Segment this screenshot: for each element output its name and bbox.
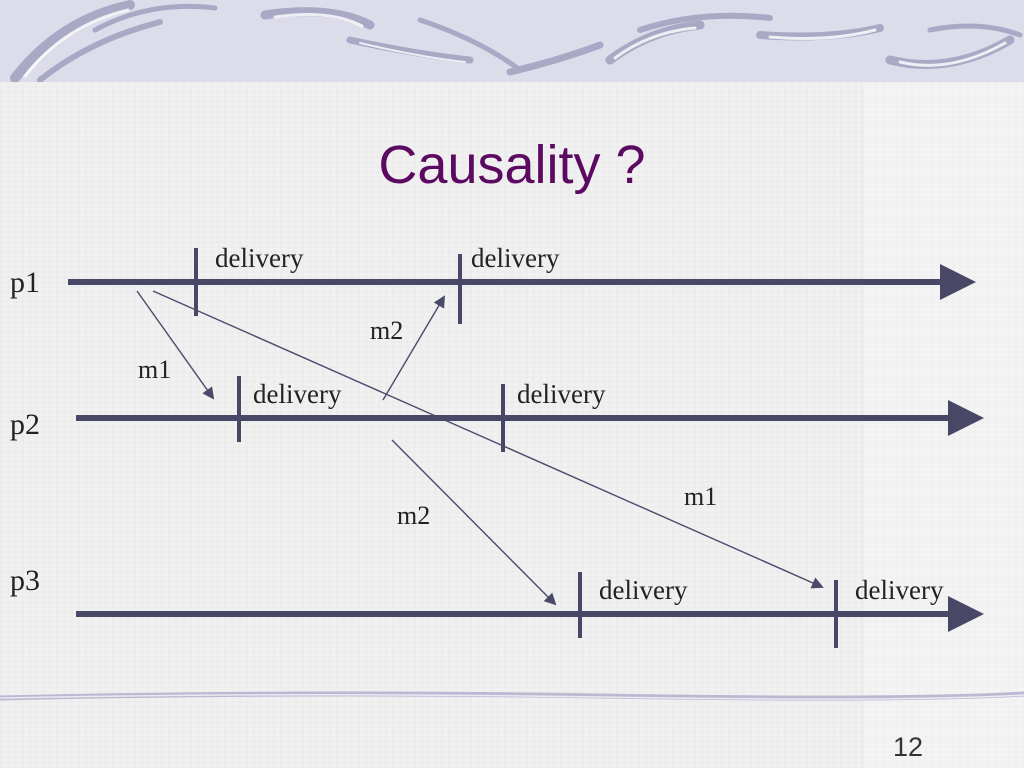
slide-title: Causality ? — [378, 135, 646, 195]
process-label-p3: p3 — [10, 564, 40, 597]
message-arrow-m1-p1-p2 — [136, 290, 215, 400]
message-arrow-m1-p1-p3 — [152, 290, 824, 589]
delivery-label: delivery — [855, 575, 944, 605]
page-number: 12 — [893, 732, 924, 762]
message-label-m1: m1 — [684, 482, 718, 511]
message-arrow-m2-p2-p1 — [382, 295, 446, 401]
bottom-divider — [0, 691, 1024, 701]
delivery-label: delivery — [599, 575, 688, 605]
swirl-decoration — [10, 0, 1023, 82]
message-label-m1: m1 — [138, 355, 172, 384]
message-label-m2: m2 — [397, 501, 431, 530]
delivery-label: delivery — [253, 379, 342, 409]
delivery-label: delivery — [215, 243, 304, 273]
message-arrow-m2-p2-p3 — [391, 439, 557, 606]
decorative-header-band — [0, 0, 1024, 82]
right-margin-strip — [862, 82, 1024, 768]
process-label-p2: p2 — [10, 408, 40, 441]
message-label-m2: m2 — [370, 316, 404, 345]
delivery-label: delivery — [471, 243, 560, 273]
process-label-p1: p1 — [10, 266, 40, 299]
delivery-label: delivery — [517, 379, 606, 409]
